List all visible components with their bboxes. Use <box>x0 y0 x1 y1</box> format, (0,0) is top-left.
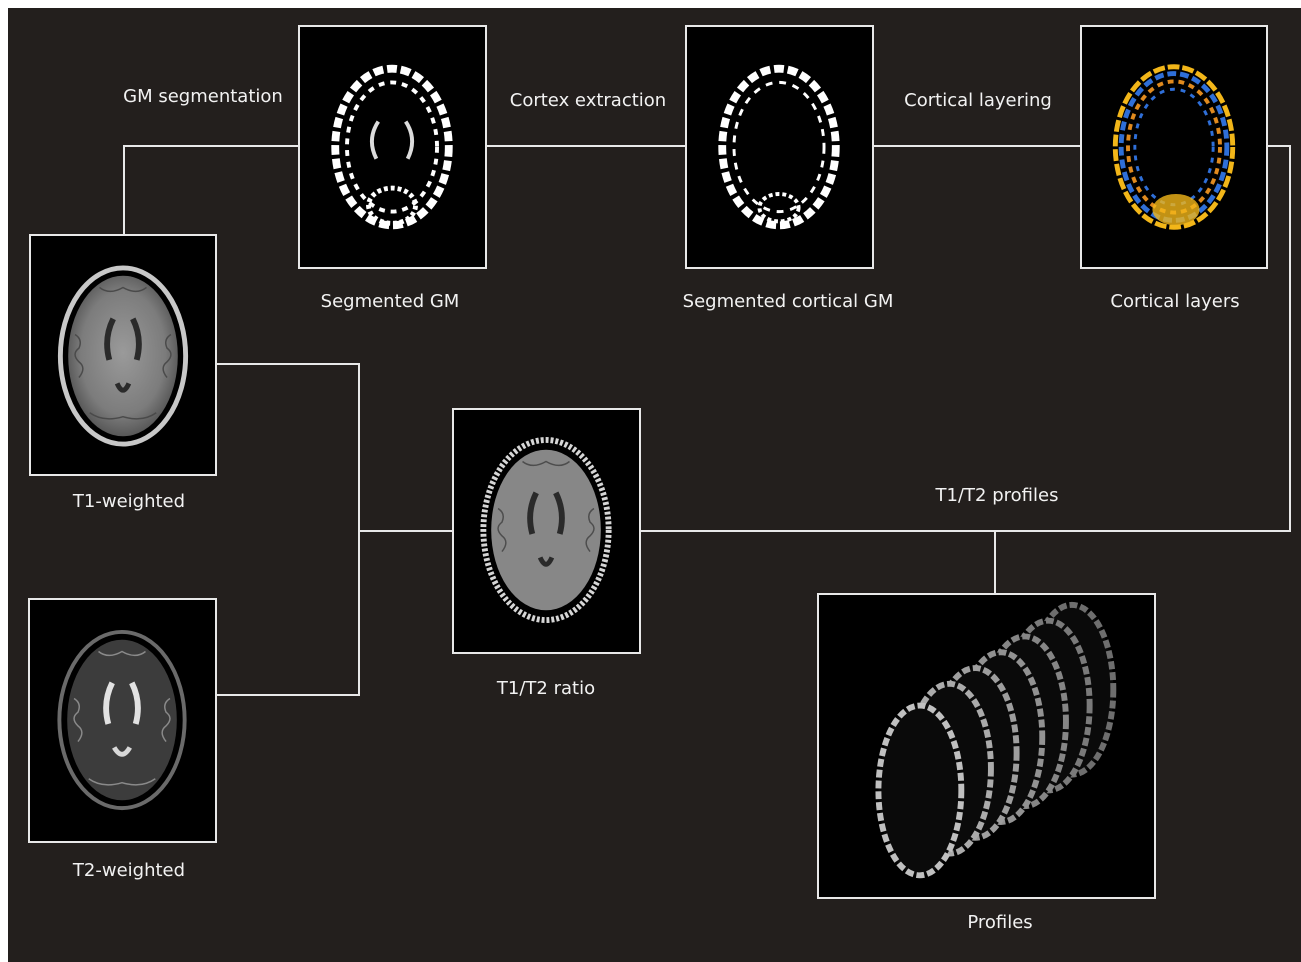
step-label-gm-segmentation: GM segmentation <box>113 86 293 108</box>
t1t2-ratio-caption: T1/T2 ratio <box>446 678 646 700</box>
segmented-cortical-gm-image <box>685 25 874 269</box>
profiles-image <box>817 593 1156 899</box>
connector-t1-to-ratio <box>217 364 359 695</box>
t1-weighted-image <box>29 234 217 476</box>
segmented-gm-image <box>298 25 487 269</box>
step-label-cortical-layering: Cortical layering <box>888 90 1068 112</box>
t2-weighted-image <box>28 598 217 843</box>
segmented-gm-caption: Segmented GM <box>280 291 500 313</box>
segmented-cortical-gm-caption: Segmented cortical GM <box>660 291 916 313</box>
cortical-layers-image <box>1080 25 1268 269</box>
step-label-t1t2-profiles: T1/T2 profiles <box>897 485 1097 507</box>
t1t2-ratio-image <box>452 408 641 654</box>
profiles-caption: Profiles <box>900 912 1100 934</box>
t1-weighted-caption: T1-weighted <box>29 491 229 513</box>
t2-weighted-caption: T2-weighted <box>28 860 230 882</box>
cortical-layers-caption: Cortical layers <box>1070 291 1280 313</box>
connector-t1-to-gm <box>124 146 298 234</box>
step-label-cortex-extraction: Cortex extraction <box>498 90 678 112</box>
